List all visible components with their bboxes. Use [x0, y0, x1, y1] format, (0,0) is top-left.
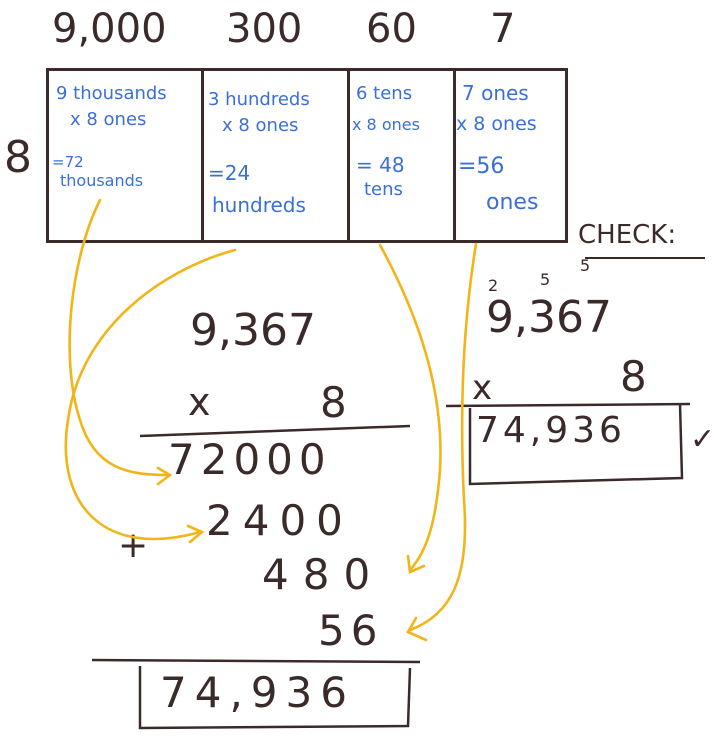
arrow-ones	[408, 242, 478, 632]
cell-thousands-line2: x 8 ones	[70, 109, 147, 130]
cell-tens-line4: tens	[364, 179, 403, 200]
arrow-ones-head	[406, 616, 428, 642]
check-carry-2: 5	[540, 270, 551, 289]
check-multiplicand: 9,367	[486, 292, 612, 343]
main-answer: 74,936	[160, 668, 355, 717]
partial-product-hundreds: 2400	[206, 496, 353, 545]
arrow-hundreds	[64, 248, 237, 541]
area-divider	[347, 71, 350, 240]
plus-sign: +	[118, 525, 149, 566]
cell-hundreds-line4: hundreds	[212, 193, 306, 217]
arrow-group	[64, 198, 478, 642]
place-value-hundreds: 300	[226, 6, 303, 52]
area-divider	[201, 71, 204, 240]
sum-rule	[91, 658, 421, 664]
check-carry-1: 2	[488, 276, 499, 295]
cell-tens-line3: = 48	[356, 153, 405, 177]
check-mark: ✓	[690, 422, 713, 457]
check-answer-box	[468, 403, 684, 486]
cell-ones-line2: x 8 ones	[456, 113, 537, 135]
cell-thousands-line3: =72	[52, 153, 84, 171]
place-value-tens: 60	[366, 6, 417, 52]
place-value-ones: 7	[490, 6, 516, 52]
cell-hundreds-line2: x 8 ones	[222, 115, 299, 136]
cell-ones-line1: 7 ones	[462, 81, 529, 105]
main-multiplier: 8	[320, 378, 347, 427]
main-multiplicand: 9,367	[190, 305, 316, 356]
main-times-sign: x	[188, 380, 211, 424]
check-multiplier: 8	[620, 352, 647, 401]
cell-tens-line1: 6 tens	[356, 83, 413, 104]
partial-product-tens: 480	[262, 550, 385, 599]
cell-ones-line4: ones	[486, 190, 539, 215]
arrow-thousands-head	[156, 466, 173, 486]
area-multiplier: 8	[4, 132, 32, 183]
check-times-sign: x	[472, 368, 493, 408]
arrow-tens-head	[406, 554, 426, 574]
check-rule	[445, 402, 691, 408]
partial-product-thousands: 72000	[168, 435, 332, 484]
cell-thousands-line1: 9 thousands	[56, 83, 167, 104]
cell-thousands-line4: thousands	[60, 171, 144, 190]
cell-ones-line3: =56	[458, 154, 505, 179]
arrow-thousands	[68, 198, 170, 477]
cell-hundreds-line1: 3 hundreds	[208, 89, 310, 110]
area-divider	[453, 71, 456, 240]
main-problem-rule	[139, 424, 411, 438]
arrow-tens	[378, 243, 442, 572]
cell-hundreds-line3: =24	[208, 161, 251, 185]
arrow-hundreds-head	[186, 524, 205, 544]
check-carry-3: 5	[580, 256, 591, 275]
check-heading: CHECK:	[578, 220, 677, 250]
place-value-thousands: 9,000	[52, 6, 167, 52]
check-answer: 74,936	[476, 410, 626, 451]
partial-product-ones: 56	[318, 606, 384, 655]
area-model	[46, 68, 568, 243]
answer-box	[138, 666, 412, 730]
cell-tens-line2: x 8 ones	[352, 115, 420, 134]
